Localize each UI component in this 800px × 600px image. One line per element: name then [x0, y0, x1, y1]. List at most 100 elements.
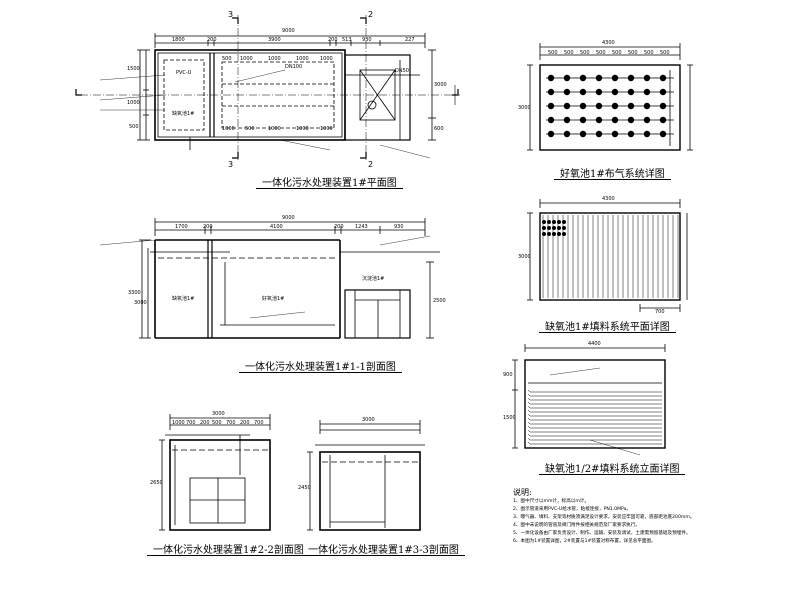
fill-height-dim: 3000 [518, 254, 531, 260]
plan-inner-dim: 1000 [320, 126, 333, 132]
aer-col-dim: 500 [660, 50, 670, 56]
aerator-dot [611, 88, 619, 96]
sec11-total-dim: 9000 [282, 215, 295, 221]
aerator-dot [659, 102, 667, 110]
aerator-dot [563, 116, 571, 124]
fill-corner-dot [542, 232, 546, 236]
fill-media-row [527, 425, 662, 429]
aerator-dot [627, 88, 635, 96]
aerator-dot [627, 102, 635, 110]
fill-plan-title: 缺氧池1#填料系统平面详图 [539, 318, 676, 333]
fill-corner-dot [547, 226, 551, 230]
aer-col-dim: 500 [612, 50, 622, 56]
aer-col-dim: 500 [596, 50, 606, 56]
aerator-dot [547, 130, 555, 138]
fill-corner-dot [552, 220, 556, 224]
plan-inner-dim: 1000 [268, 126, 281, 132]
fill-elev-width-dim: 4400 [588, 341, 601, 347]
plan-left-dim: 1500 [127, 66, 140, 72]
fill-media-row [527, 409, 662, 413]
sec22-seg-dim: 700 [186, 420, 196, 426]
aeration-title: 好氧池1#布气系统详图 [554, 165, 671, 180]
fill-plan-detail [527, 199, 688, 312]
sec22-seg-dim: 1000 [172, 420, 185, 426]
fill-media-row [527, 429, 662, 433]
plan-right-dim: 600 [434, 126, 444, 132]
aerator-dot [547, 88, 555, 96]
sec33-total-dim: 3000 [362, 417, 375, 423]
sec22-seg-dim: 200 [240, 420, 250, 426]
aerator-dot [547, 74, 555, 82]
aerator-dot [659, 130, 667, 138]
fill-corner-dot [557, 220, 561, 224]
sec11-seg-dim: 200 [334, 224, 344, 230]
section-mark-top-3: 3 [228, 10, 234, 19]
sec11-seg-dim: 1700 [175, 224, 188, 230]
plan-label-anoxic: 缺氧池1# [172, 111, 195, 117]
plan-seg-dim: 227 [405, 37, 415, 43]
plan-inner-dim: 1000 [320, 56, 333, 62]
notes-item: 5、一体化设备由厂家负责设计、制作、运输、安装及调试，土建需预留基础及预埋件。 [513, 531, 691, 536]
fill-elev-left-dim: 900 [503, 372, 513, 378]
aer-height-dim: 3000 [518, 105, 531, 111]
plan-seg-dim: 1800 [172, 37, 185, 43]
sec11-label-anoxic: 缺氧池1# [172, 296, 195, 302]
section-2-2 [159, 414, 271, 531]
notes-item: 3、曝气器、填料、支架等材质须满足设计要求，安装应牢固可靠，底部距池底200mm… [513, 515, 695, 520]
section-mark-bot-3: 3 [228, 160, 234, 169]
fill-corner-dot [562, 232, 566, 236]
plan-inner-dim: 1000 [240, 56, 253, 62]
aerator-dot [627, 74, 635, 82]
aer-width-dim: 4300 [602, 40, 615, 46]
fill-corner-dot [547, 220, 551, 224]
fill-media-row [527, 401, 662, 405]
plan-inner-dim: 1000 [296, 126, 309, 132]
fill-corner-dot [542, 226, 546, 230]
aerator-dots [547, 74, 667, 138]
sec22-total-dim: 3000 [212, 411, 225, 417]
aerator-dot [611, 116, 619, 124]
plan-view [75, 15, 460, 160]
plan-seg-dim: 200 [328, 37, 338, 43]
sec11-right-dim: 2500 [433, 298, 446, 304]
aerator-dot [627, 130, 635, 138]
sec22-seg-dim: 700 [226, 420, 236, 426]
aer-col-dim: 500 [580, 50, 590, 56]
aerator-dot [595, 88, 603, 96]
aerator-dot [643, 116, 651, 124]
aerator-dot [579, 102, 587, 110]
fill-corner-dot [552, 232, 556, 236]
notes-title: 说明: [513, 488, 532, 497]
notes-item: 1、图中尺寸以mm计，标高以m计。 [513, 499, 590, 504]
aerator-dot [643, 88, 651, 96]
plan-seg-dim: 200 [207, 37, 217, 43]
fill-corner-dot [547, 232, 551, 236]
fill-corner-dot [562, 220, 566, 224]
fill-elev-left-dim: 1500 [503, 415, 516, 421]
fill-media-row [527, 417, 662, 421]
aerator-dot [659, 116, 667, 124]
aer-col-dim: 500 [564, 50, 574, 56]
aerator-dot [595, 102, 603, 110]
sec11-seg-dim: 1243 [355, 224, 368, 230]
fill-right-dim: 700 [655, 309, 665, 315]
plan-label-pipe: PVC-U [176, 70, 192, 76]
aerator-dot [547, 102, 555, 110]
fill-media-row [527, 433, 662, 437]
aerator-dot [659, 88, 667, 96]
fill-media-pattern [527, 389, 662, 445]
fill-corner-dot [562, 226, 566, 230]
aerator-dot [563, 130, 571, 138]
sec33-left-dim: 2450 [298, 485, 311, 491]
fill-media-row [527, 421, 662, 425]
aerator-dot [579, 130, 587, 138]
notes-block: 说明: 1、图中尺寸以mm计，标高以m计。 2、图示管道采用PVC-U给水管，粘… [513, 488, 773, 546]
sec22-left-dim: 2650 [150, 480, 163, 486]
aerator-dot [595, 74, 603, 82]
plan-seg-dim: 930 [362, 37, 372, 43]
plan-seg-dim: 3900 [268, 37, 281, 43]
plan-inner-dim: 500 [245, 126, 255, 132]
sec11-label-sed: 沉淀池1# [362, 276, 385, 282]
aerator-dot [627, 116, 635, 124]
aerator-dot [611, 74, 619, 82]
